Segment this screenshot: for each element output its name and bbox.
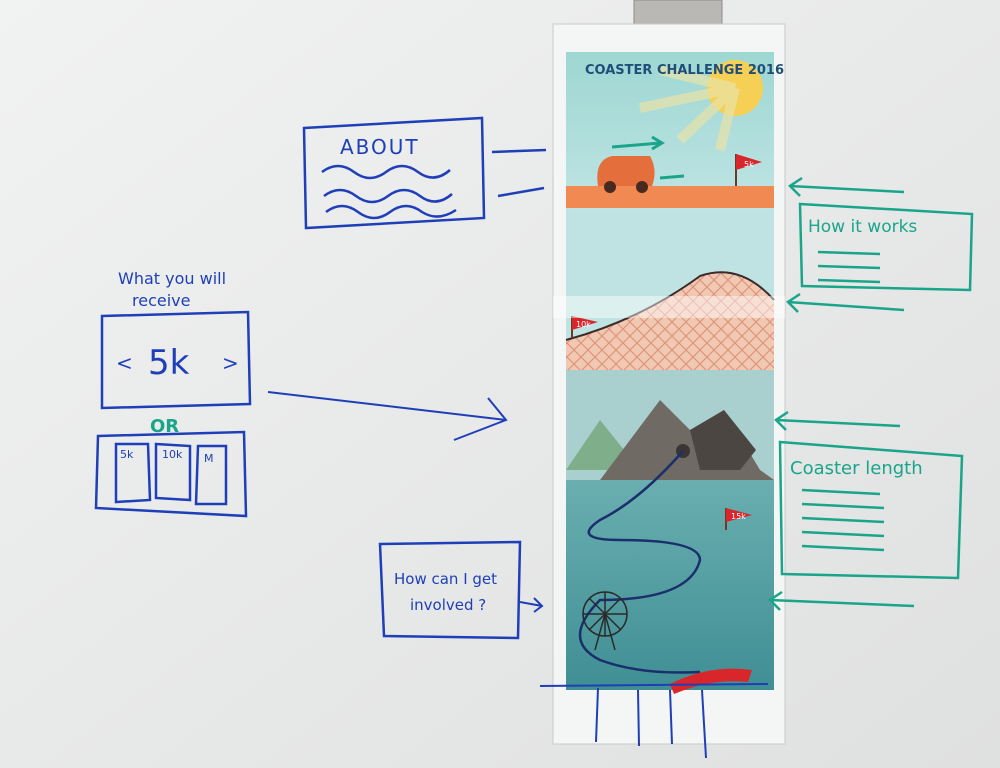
poster: COASTER CHALLENGE 2016 5k 10k xyxy=(552,23,786,745)
involved-line1: How can I get xyxy=(394,570,497,588)
coaster-length-title: Coaster length xyxy=(790,458,923,479)
arrow-to-poster xyxy=(267,391,508,441)
about-title: ABOUT xyxy=(340,135,420,159)
svg-text:15k: 15k xyxy=(731,512,746,521)
coaster-track xyxy=(578,450,702,674)
about-box xyxy=(302,116,547,230)
carousel-left-arrow: < xyxy=(116,351,133,375)
carousel-right-arrow: > xyxy=(222,351,239,375)
receive-heading-line1: What you will xyxy=(118,269,226,288)
flag-10k: 10k xyxy=(571,316,598,338)
how-it-works-box xyxy=(786,176,974,313)
or-label: OR xyxy=(150,416,179,437)
card-option-3: M xyxy=(204,452,214,465)
coaster-length-box xyxy=(768,410,964,611)
involved-line2: involved ? xyxy=(410,596,486,614)
flag-5k: 5k xyxy=(735,154,762,186)
svg-text:5k: 5k xyxy=(744,160,754,169)
receive-heading-line2: receive xyxy=(132,291,190,310)
flag-15k: 15k xyxy=(725,508,752,530)
ground-strip xyxy=(566,186,774,208)
arrow-involved xyxy=(519,597,544,613)
involved-box xyxy=(378,540,522,640)
carousel-box xyxy=(100,310,252,410)
card-options-box xyxy=(94,430,248,518)
poster-title: COASTER CHALLENGE 2016 xyxy=(585,63,784,78)
how-it-works-title: How it works xyxy=(808,217,917,237)
card-option-2: 10k xyxy=(162,448,183,461)
ferris-wheel-icon xyxy=(582,591,628,651)
coaster-cart-icon xyxy=(597,156,655,193)
coaster-end-car xyxy=(670,668,752,694)
poster-bottom-lines xyxy=(539,683,769,759)
svg-text:10k: 10k xyxy=(576,320,591,329)
carousel-value: 5k xyxy=(148,343,190,383)
card-option-1: 5k xyxy=(120,448,134,461)
